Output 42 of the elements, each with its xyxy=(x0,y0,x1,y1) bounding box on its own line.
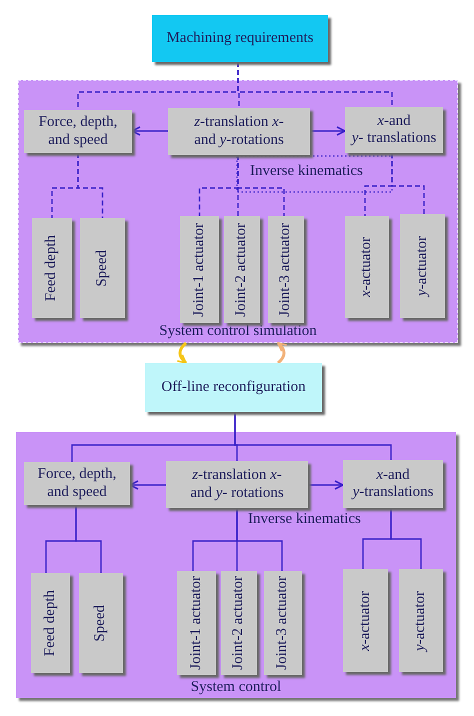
actuator-box: y-actuator xyxy=(399,569,443,672)
process-box: z-translation x-and y-rotations xyxy=(168,108,310,155)
actuator-box: Joint-2 actuator xyxy=(224,216,260,323)
connector-line xyxy=(390,508,422,569)
actuator-box: Joint-1 actuator xyxy=(180,216,219,323)
actuator-box: Speed xyxy=(80,218,125,318)
requirement-box: Machining requirements xyxy=(152,15,328,62)
actuator-box: Speed xyxy=(79,573,123,673)
section-label: Inverse kinematics xyxy=(248,511,361,528)
arrow xyxy=(308,480,344,490)
process-box: Force, depth, and speed xyxy=(24,462,130,505)
panel-title: System control simulation xyxy=(158,323,318,340)
actuator-box: Feed depth xyxy=(31,573,70,673)
process-box: z-translation x-and y- rotations xyxy=(166,461,308,508)
connector-line xyxy=(237,155,285,216)
actuator-box: Feed depth xyxy=(32,218,72,318)
connector-line xyxy=(237,62,393,107)
actuator-box: Joint-1 actuator xyxy=(177,571,216,675)
arrow xyxy=(310,126,346,136)
arrow xyxy=(129,480,166,490)
arrow xyxy=(176,342,187,364)
reconfiguration-box: Off-line reconfiguration xyxy=(145,363,322,412)
actuator-box: Joint-3 actuator xyxy=(268,216,304,323)
section-label: Inverse kinematics xyxy=(250,163,363,180)
connector-line xyxy=(77,153,104,218)
actuator-box: Joint-3 actuator xyxy=(264,571,302,675)
actuator-box: x-actuator xyxy=(345,216,389,318)
process-box: x-and y- translations xyxy=(345,107,443,153)
system-panel xyxy=(18,80,458,343)
process-box: Force, depth, and speed xyxy=(24,110,132,153)
connector-line xyxy=(236,508,283,571)
actuator-box: Joint-2 actuator xyxy=(221,571,257,675)
arrow xyxy=(277,342,288,364)
arrow xyxy=(131,126,168,136)
system-panel xyxy=(16,432,456,698)
process-box: x-and y-translations xyxy=(343,460,443,508)
connector-line xyxy=(234,412,392,460)
connector-line xyxy=(75,505,102,573)
connector-line xyxy=(391,153,425,214)
actuator-box: y-actuator xyxy=(400,214,445,318)
actuator-box: x-actuator xyxy=(343,569,388,672)
panel-title: System control xyxy=(190,679,282,696)
